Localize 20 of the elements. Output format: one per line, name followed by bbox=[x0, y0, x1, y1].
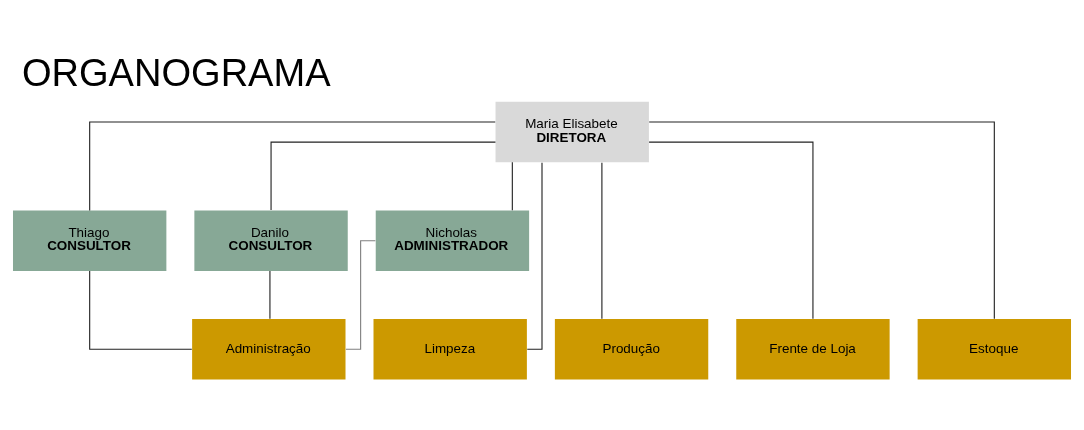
connector bbox=[648, 141, 814, 319]
connector bbox=[89, 269, 193, 350]
node-box: Limpeza bbox=[373, 318, 527, 379]
node-box: Thiago CONSULTOR bbox=[13, 209, 167, 271]
node-box: Estoque bbox=[917, 318, 1071, 379]
node-box: Maria Elisabete DIRETORA bbox=[495, 101, 649, 162]
connector bbox=[270, 141, 496, 211]
connector bbox=[648, 120, 995, 319]
connector bbox=[526, 161, 543, 350]
connector bbox=[269, 269, 271, 319]
connector bbox=[89, 120, 496, 211]
diagram-title: ORGANOGRAMA bbox=[21, 51, 331, 94]
connector bbox=[601, 161, 603, 319]
node-box: Produção bbox=[554, 318, 709, 379]
node-box: Frente de Loja bbox=[736, 318, 890, 379]
connector bbox=[511, 161, 513, 211]
connector bbox=[345, 239, 376, 350]
node-box: Danilo CONSULTOR bbox=[194, 209, 348, 271]
node-box: Administração bbox=[192, 318, 346, 379]
node-box: Nicholas ADMINISTRADOR bbox=[375, 209, 530, 271]
